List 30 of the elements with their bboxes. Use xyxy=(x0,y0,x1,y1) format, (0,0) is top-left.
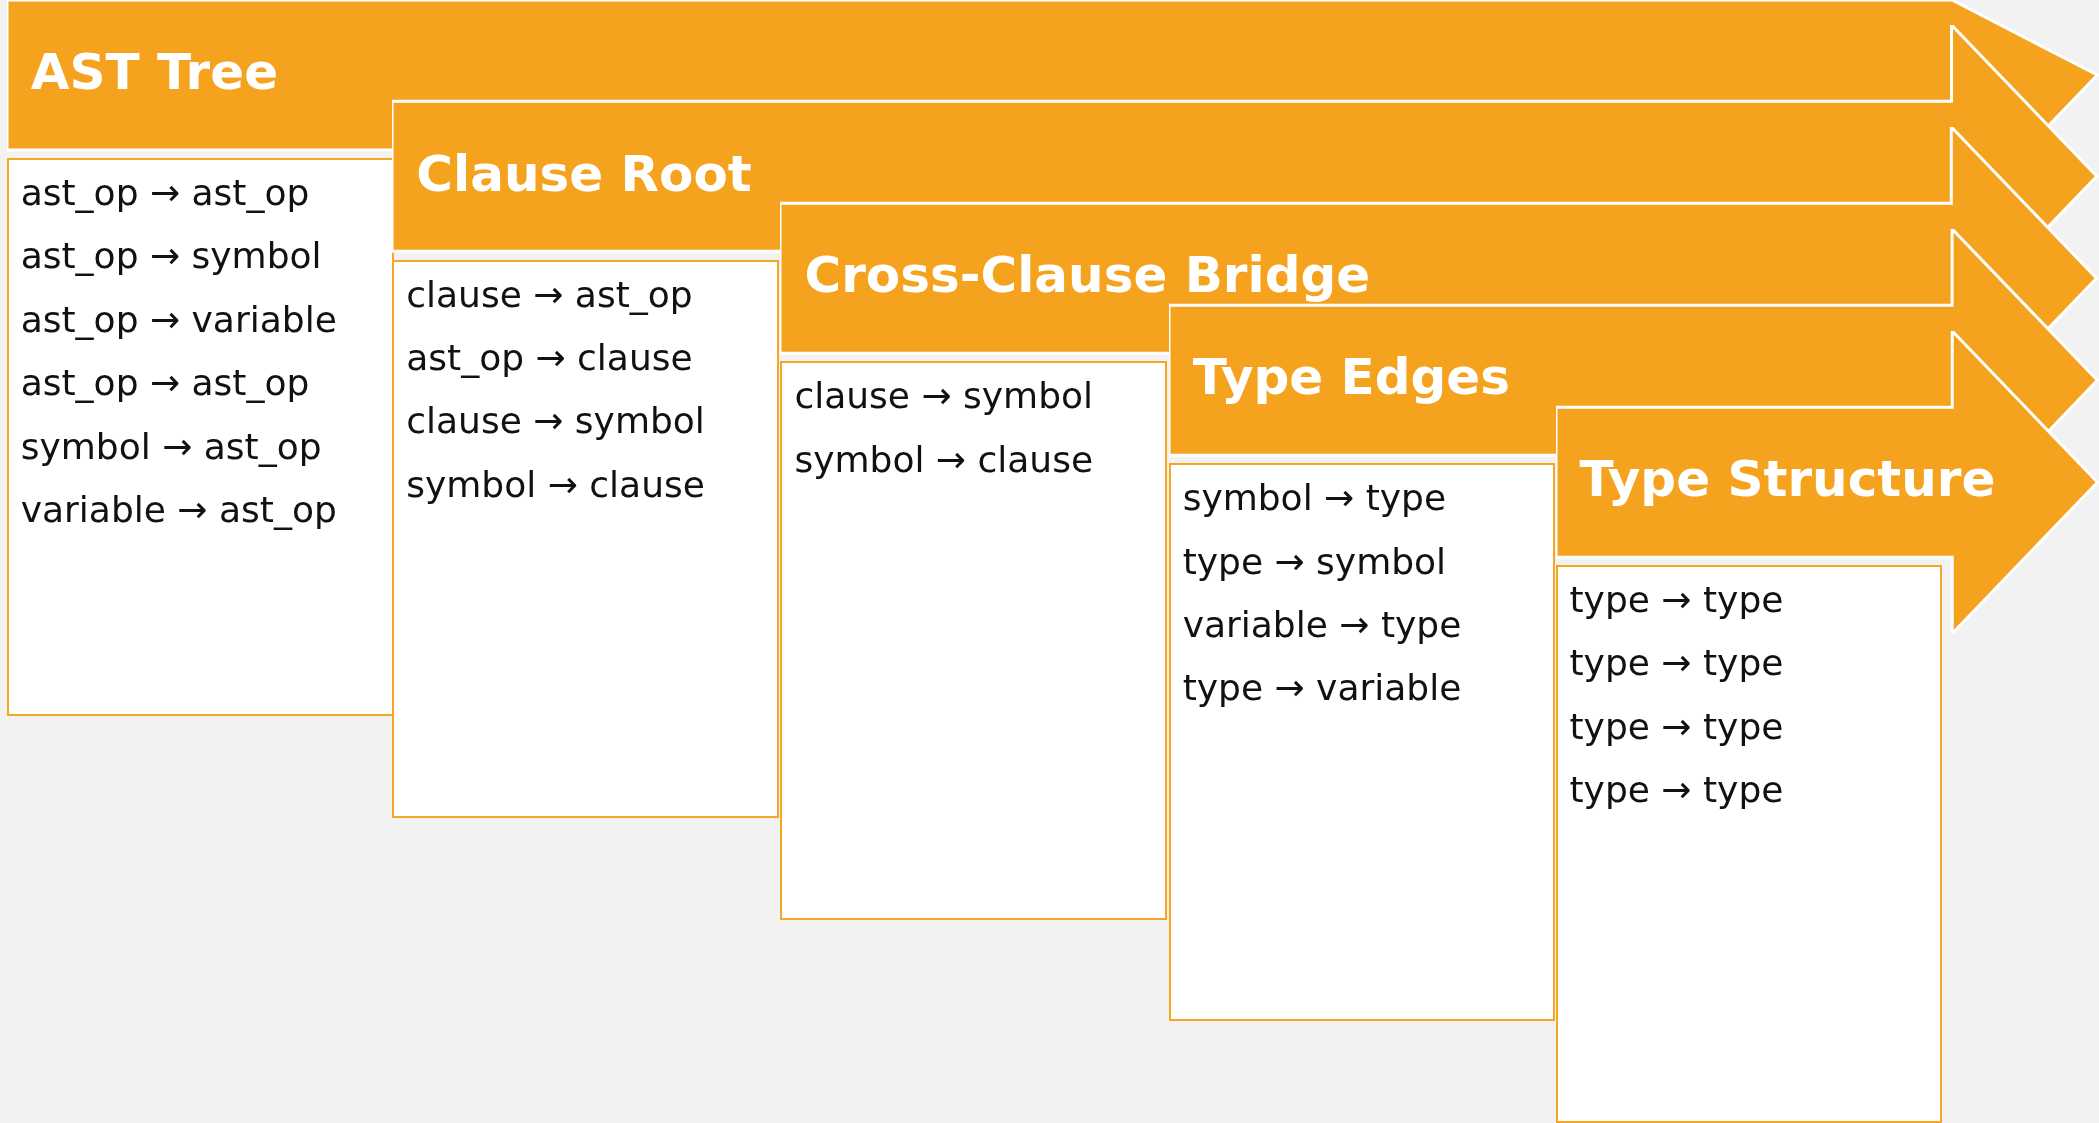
band-heading: Type Edges xyxy=(1192,348,1510,407)
list-item: ast_op → symbol xyxy=(20,235,322,277)
band-heading: AST Tree xyxy=(30,42,279,101)
list-card xyxy=(1168,463,1556,1022)
list-card xyxy=(392,259,780,818)
list-item: ast_op → ast_op xyxy=(20,362,310,404)
list-item: type → type xyxy=(1569,578,1784,621)
list-item: ast_op → clause xyxy=(406,337,693,379)
list-item: symbol → ast_op xyxy=(20,425,322,467)
list-item: symbol → clause xyxy=(406,463,705,506)
list-card xyxy=(1555,564,1943,1123)
list-item: symbol → clause xyxy=(794,438,1094,481)
list-item: variable → type xyxy=(1182,603,1462,646)
list-card xyxy=(6,157,394,717)
band-heading: Type Structure xyxy=(1579,449,1996,508)
list-item: type → type xyxy=(1569,705,1784,748)
list-item: variable → ast_op xyxy=(20,488,337,531)
band-heading: Cross-Clause Bridge xyxy=(804,246,1371,305)
list-item: type → symbol xyxy=(1182,540,1447,582)
list-item: clause → symbol xyxy=(406,400,705,442)
list-card xyxy=(780,361,1168,920)
list-item: type → variable xyxy=(1182,667,1462,709)
list-item: ast_op → ast_op xyxy=(20,171,310,214)
list-item: clause → ast_op xyxy=(406,273,693,316)
band-heading: Clause Root xyxy=(416,144,752,203)
list-item: ast_op → variable xyxy=(20,298,337,341)
list-item: clause → symbol xyxy=(794,375,1094,417)
list-item: symbol → type xyxy=(1182,477,1447,519)
list-item: type → type xyxy=(1569,642,1784,684)
list-item: type → type xyxy=(1569,769,1784,811)
